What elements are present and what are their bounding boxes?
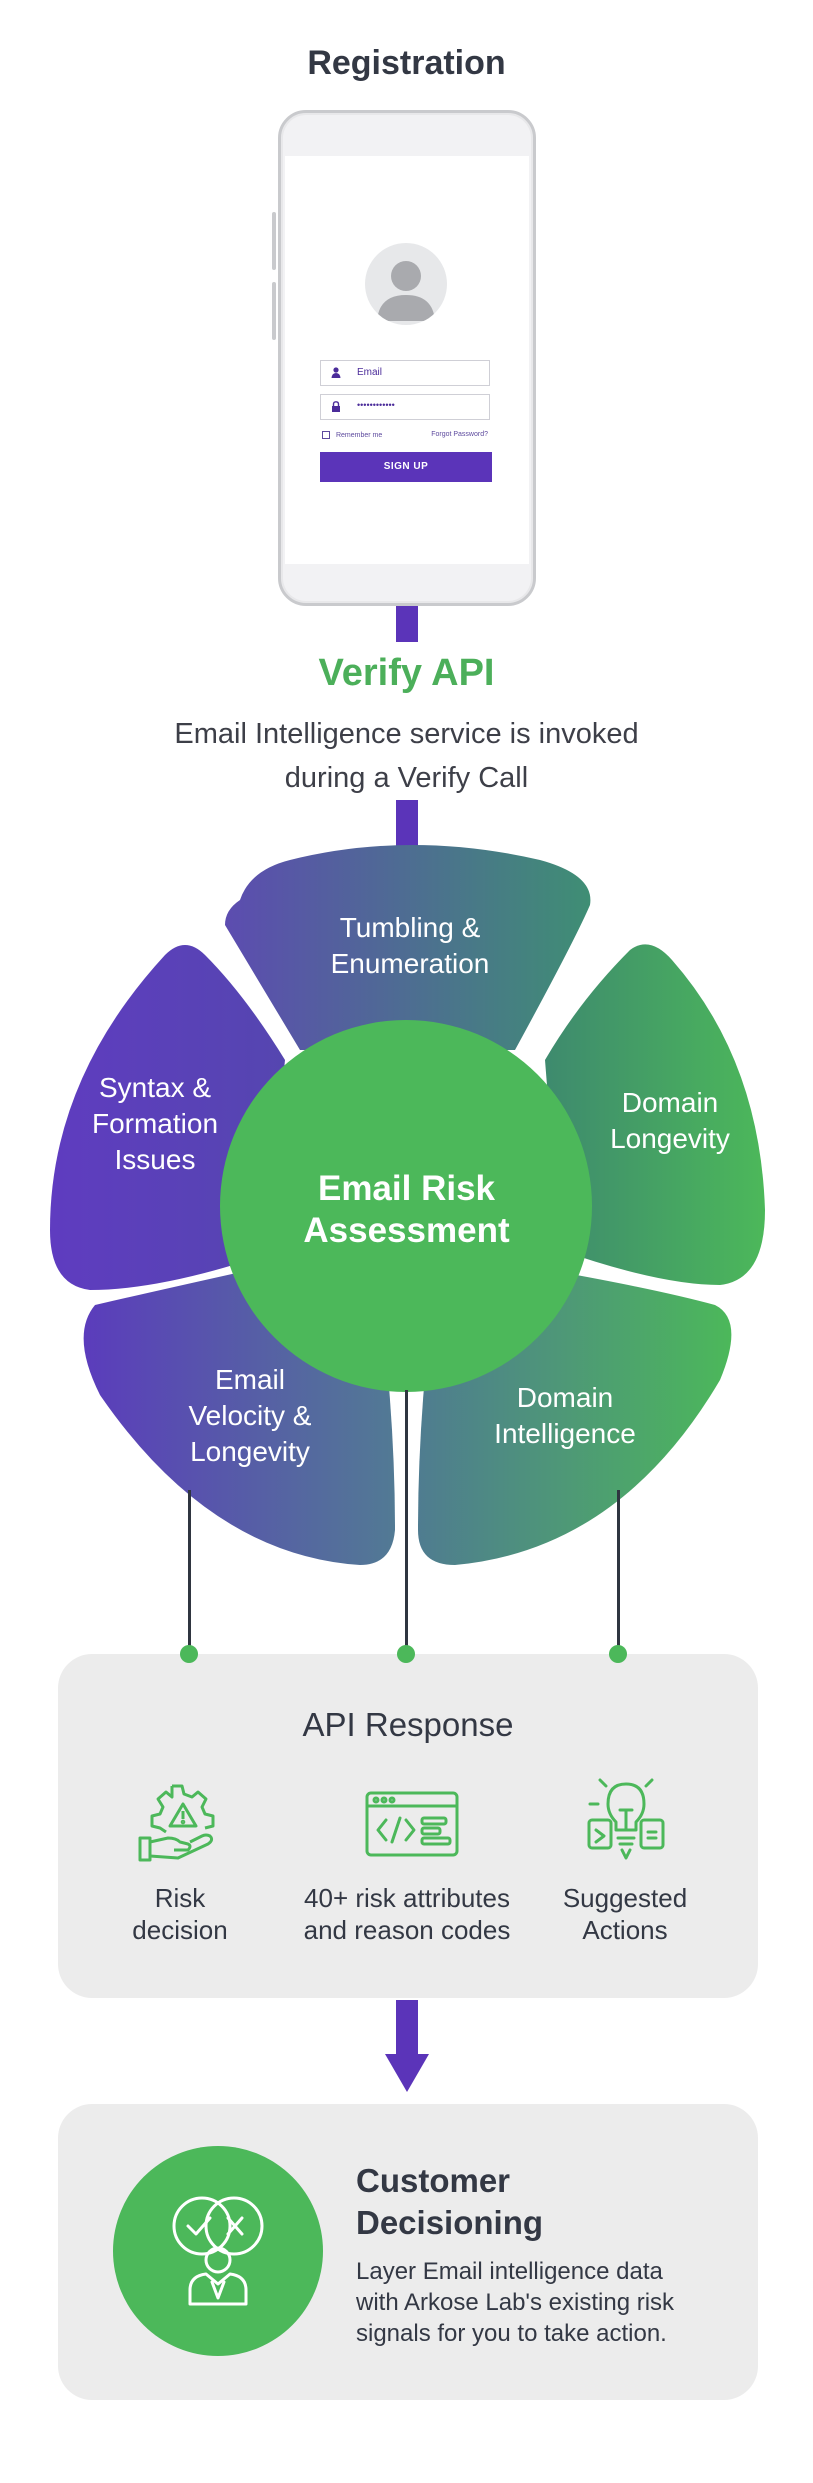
petal-label-line: Intelligence — [494, 1418, 636, 1449]
connector-bar — [396, 800, 418, 852]
petal-label-domain-intelligence: Domain Intelligence — [440, 1380, 690, 1452]
remember-row: Remember me Forgot Password? — [322, 431, 492, 439]
petal-label-line: Domain — [516, 1382, 614, 1413]
petal-label-line: Issues — [114, 1144, 196, 1175]
response-item-line: Suggested — [562, 1883, 688, 1913]
customer-description-line: with Arkose Lab's existing risk — [356, 2289, 675, 2316]
user-icon — [331, 367, 341, 378]
phone-side-button — [272, 212, 276, 270]
password-field[interactable]: •••••••••••• — [320, 394, 490, 420]
response-item-risk-decision: Risk decision — [80, 1882, 280, 1946]
customer-icon-circle — [113, 2146, 323, 2356]
customer-description-line: Layer Email intelligence data — [356, 2258, 663, 2285]
connector-line — [188, 1490, 191, 1654]
connector-dot — [609, 1645, 627, 1663]
response-item-line: and reason codes — [303, 1915, 511, 1945]
petal-label-line: Formation — [91, 1108, 219, 1139]
petal-label-line: Velocity & — [188, 1400, 312, 1431]
center-label-line: Assessment — [303, 1211, 510, 1250]
customer-title-line: Decisioning — [356, 2204, 544, 2241]
connector-dot — [397, 1645, 415, 1663]
customer-title-line: Customer — [356, 2162, 511, 2199]
customer-description-line: signals for you to take action. — [356, 2320, 667, 2347]
response-item-line: Actions — [582, 1915, 668, 1945]
gear-warning-hand-icon — [138, 1784, 215, 1862]
customer-description: Layer Email intelligence data with Arkos… — [356, 2256, 756, 2349]
petal-label-email-velocity: Email Velocity & Longevity — [125, 1362, 375, 1470]
connector-line — [617, 1490, 620, 1654]
password-mask: •••••••••••• — [357, 400, 395, 410]
remember-checkbox[interactable] — [322, 431, 330, 439]
petal-label-line: Tumbling & — [339, 912, 481, 943]
email-field[interactable]: Email — [320, 360, 490, 386]
petal-label-tumbling: Tumbling & Enumeration — [285, 910, 535, 982]
response-item-attributes: 40+ risk attributes and reason codes — [282, 1882, 532, 1946]
code-window-icon — [365, 1791, 459, 1857]
down-arrow-icon — [385, 2000, 429, 2092]
signup-button[interactable]: SIGN UP — [320, 452, 492, 482]
petal-label-line: Domain — [621, 1087, 719, 1118]
response-item-line: 40+ risk attributes — [304, 1883, 510, 1913]
petal-label-domain-longevity: Domain Longevity — [565, 1085, 775, 1157]
decision-person-icon — [172, 2196, 264, 2306]
petal-label-line: Longevity — [610, 1123, 730, 1154]
remember-me-label[interactable]: Remember me — [335, 431, 383, 439]
petal-label-line: Enumeration — [330, 948, 490, 979]
email-field-label: Email — [357, 367, 383, 378]
phone-side-button — [272, 282, 276, 340]
connector-dot — [180, 1645, 198, 1663]
avatar-icon — [365, 243, 447, 325]
center-label-line: Email Risk — [317, 1169, 496, 1208]
center-label: Email Risk Assessment — [220, 1168, 593, 1252]
petal-label-line: Syntax & — [98, 1072, 212, 1103]
verify-description: Email Intelligence service is invoked du… — [100, 712, 713, 800]
forgot-password-link[interactable]: Forgot Password? — [431, 431, 488, 438]
petal-label-line: Email — [214, 1364, 285, 1395]
verify-description-line: Email Intelligence service is invoked — [174, 718, 639, 750]
lock-icon — [332, 401, 340, 412]
connector-line — [405, 1390, 408, 1654]
petal-domain-longevity — [545, 944, 765, 1285]
lightbulb-icon — [587, 1778, 665, 1860]
petal-label-syntax: Syntax & Formation Issues — [60, 1070, 250, 1178]
petal-label-line: Longevity — [190, 1436, 310, 1467]
verify-api-title: Verify API — [318, 652, 495, 694]
center-circle — [220, 1020, 592, 1392]
risk-assessment-diagram — [50, 845, 765, 1565]
response-item-line: decision — [132, 1915, 228, 1945]
connector-bar — [396, 606, 418, 642]
customer-title: Customer Decisioning — [356, 2160, 756, 2244]
response-item-suggested-actions: Suggested Actions — [530, 1882, 720, 1946]
verify-description-line: during a Verify Call — [284, 762, 529, 794]
registration-title: Registration — [307, 44, 506, 82]
api-response-title: API Response — [302, 1706, 514, 1743]
petal-tumbling — [225, 845, 591, 1050]
response-item-line: Risk — [154, 1883, 206, 1913]
